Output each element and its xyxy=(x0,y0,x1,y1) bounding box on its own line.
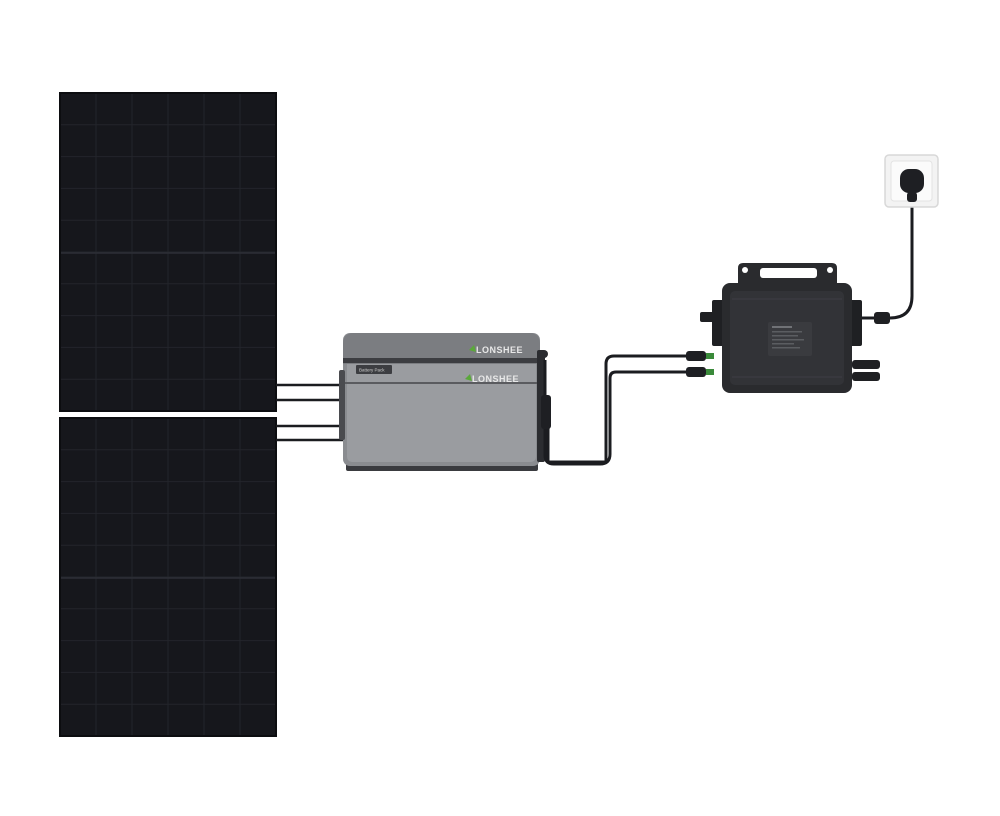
svg-text:LONSHEE: LONSHEE xyxy=(476,345,523,355)
battery-unit: Battery Pack LONSHEE LONSHEE xyxy=(339,333,548,471)
ac-connector xyxy=(874,312,890,324)
svg-text:LONSHEE: LONSHEE xyxy=(472,374,519,384)
panel-cables xyxy=(276,383,345,442)
cable-connectors xyxy=(541,351,714,429)
solar-panel-bottom xyxy=(59,417,277,737)
microinverter xyxy=(700,263,880,393)
battery-inverter-cables xyxy=(541,354,686,466)
brand-logo-lower: LONSHEE xyxy=(465,374,519,384)
ac-cable xyxy=(862,200,914,320)
battery-badge: Battery Pack xyxy=(359,368,385,373)
plug-icon xyxy=(900,169,924,202)
solar-panel-top xyxy=(59,92,277,412)
brand-logo-upper: LONSHEE xyxy=(469,345,523,355)
